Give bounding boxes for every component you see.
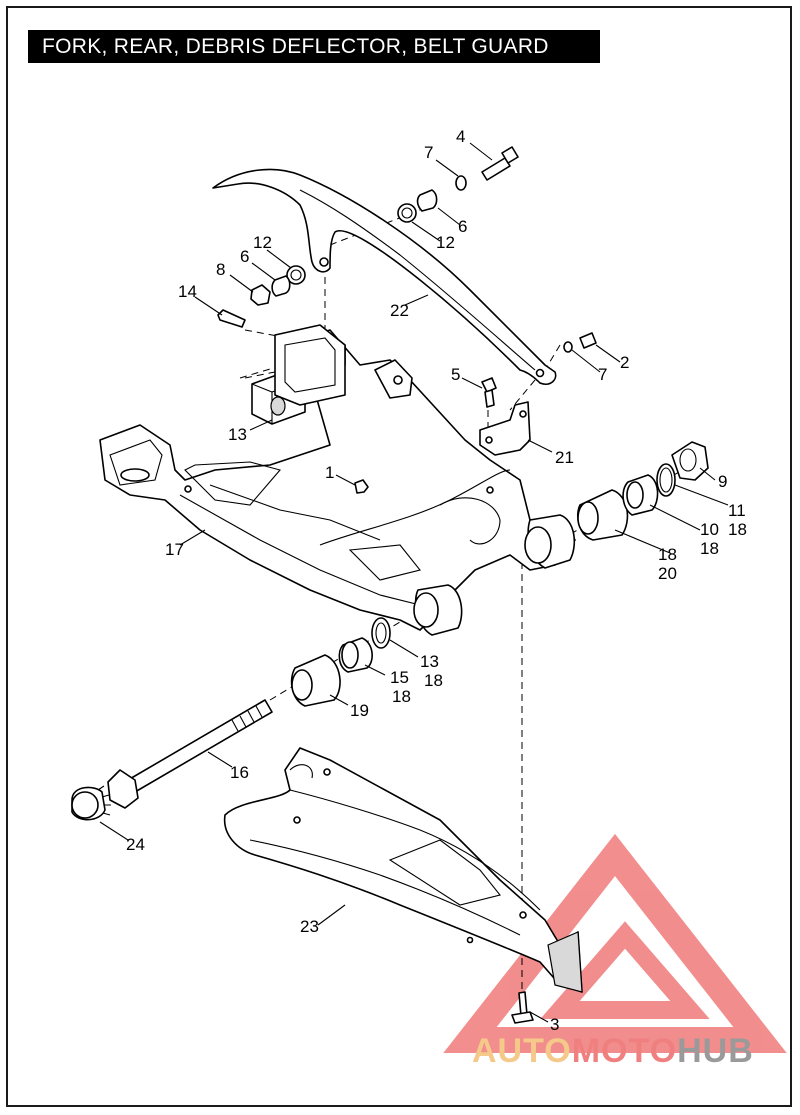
logo-triangle-inner xyxy=(540,921,710,1019)
bracket xyxy=(479,401,531,456)
rear-fork xyxy=(99,324,576,636)
callout-18: 18 xyxy=(658,545,677,564)
callout-6: 6 xyxy=(240,247,249,266)
left-pivot-parts xyxy=(290,617,391,707)
leader-lines xyxy=(99,142,729,1023)
callout-3: 3 xyxy=(550,1015,559,1034)
callout-18: 18 xyxy=(728,520,747,539)
callout-10: 10 xyxy=(700,520,719,539)
svg-text:AUTOMOTOHUB: AUTOMOTOHUB xyxy=(472,1032,754,1070)
axle-bolt xyxy=(107,699,273,809)
callout-18: 17 xyxy=(165,540,184,559)
callout-11: 11 xyxy=(728,501,746,520)
watermark-moto: MOTO xyxy=(572,1032,677,1070)
watermark-hub: HUB xyxy=(677,1032,754,1070)
callout-4: 4 xyxy=(456,127,465,146)
right-pivot-parts xyxy=(577,441,709,541)
callout-20: 20 xyxy=(658,564,677,583)
callout-labels: 4 7 6 12 12 6 8 14 22 2 7 5 13 21 1 9 11… xyxy=(126,127,747,1034)
callout-12: 12 xyxy=(253,233,272,252)
callout-6: 6 xyxy=(458,217,467,236)
callout-13: 13 xyxy=(228,425,247,444)
callout-17: 16 xyxy=(230,763,249,782)
callout-5: 5 xyxy=(451,365,460,384)
watermark-text: AUTOMOTOHUB xyxy=(472,1032,754,1070)
callout-18: 18 xyxy=(392,687,411,706)
belt-guard xyxy=(223,747,583,993)
fasteners xyxy=(217,146,597,1024)
callout-15: 14 xyxy=(178,282,197,301)
callout-1: 1 xyxy=(325,463,334,482)
callout-18: 18 xyxy=(700,539,719,558)
page-title: FORK, REAR, DEBRIS DEFLECTOR, BELT GUARD xyxy=(28,30,600,63)
page-border xyxy=(6,6,792,1107)
callout-18: 18 xyxy=(424,671,443,690)
axle-cap xyxy=(71,785,111,821)
callout-19: 19 xyxy=(350,701,369,720)
callout-16: 15 xyxy=(390,668,409,687)
callout-12: 12 xyxy=(436,233,455,252)
callout-9: 9 xyxy=(718,472,727,491)
callout-2: 2 xyxy=(620,353,629,372)
callout-14: 13 xyxy=(420,652,439,671)
watermark-auto: AUTO xyxy=(472,1032,572,1070)
callout-23: 23 xyxy=(300,917,319,936)
callout-7: 7 xyxy=(424,143,433,162)
callout-24: 24 xyxy=(126,835,145,854)
debris-deflector xyxy=(212,168,557,385)
callout-7: 7 xyxy=(598,365,607,384)
callout-21: 21 xyxy=(555,448,574,467)
callout-22: 22 xyxy=(390,301,409,320)
callout-8: 8 xyxy=(216,260,225,279)
